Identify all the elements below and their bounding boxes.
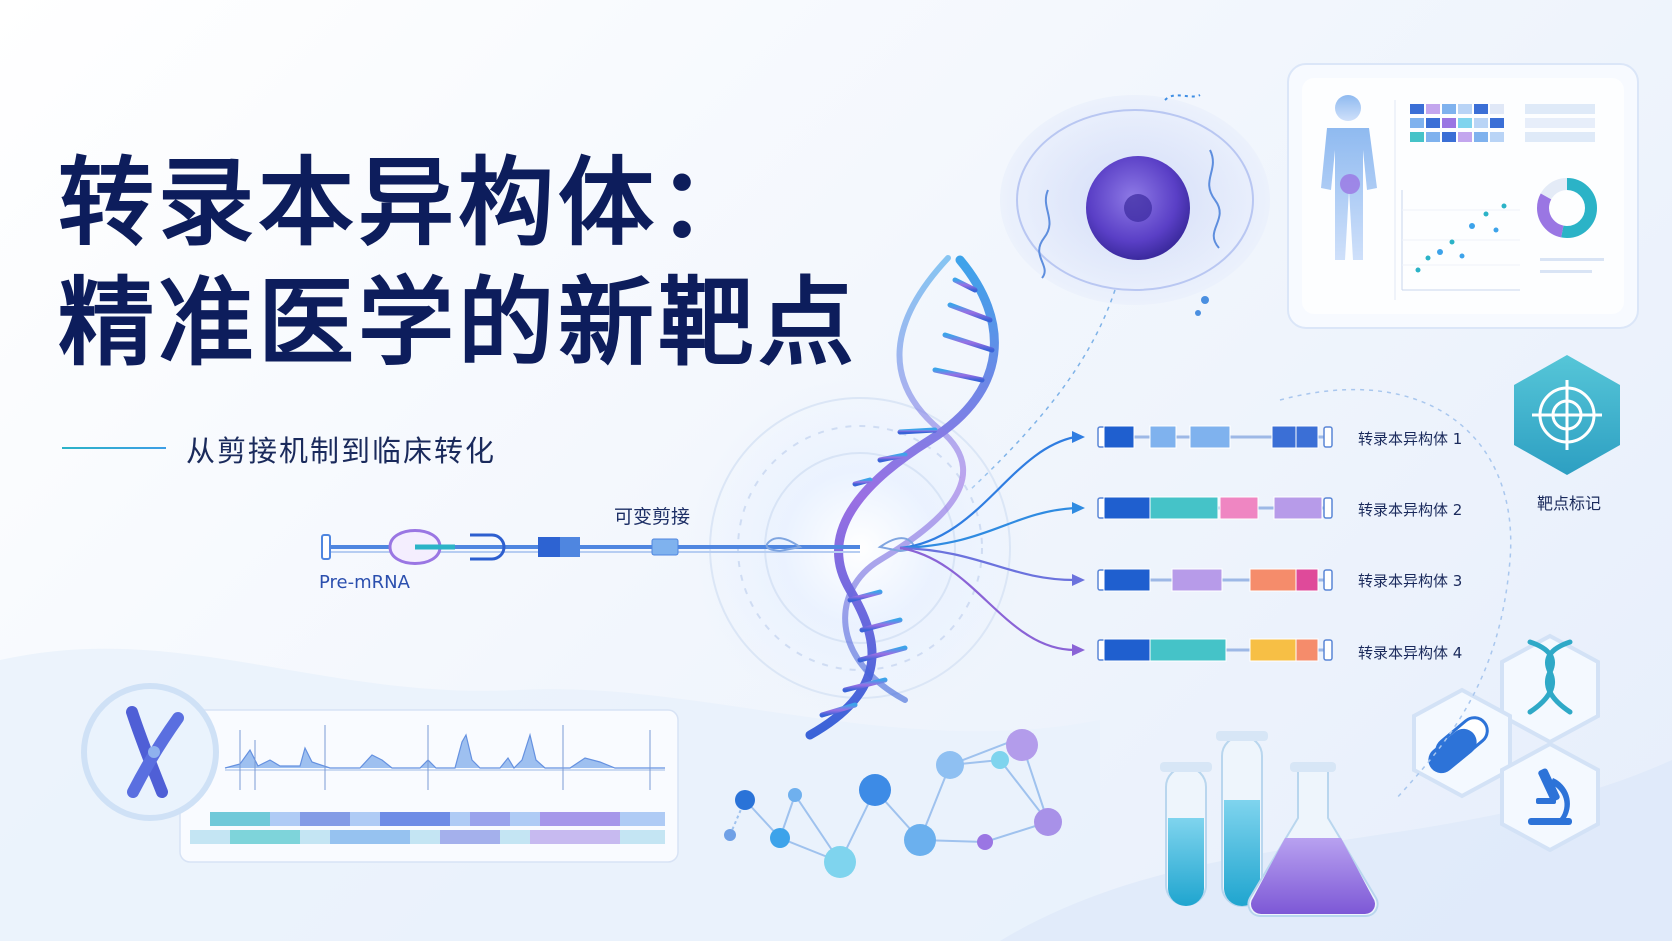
clinical-dashboard-panel [1287,63,1639,329]
isoform-2-exon-3 [1219,496,1259,520]
premrna-track [321,529,915,565]
isoform-4-exon-4 [1295,638,1319,662]
isoform-4-exon-1 [1103,638,1151,662]
isoform-label-1: 转录本异构体 1 [1358,430,1463,448]
mini-donut-chart [1537,178,1604,273]
splicing-arrows [899,435,1076,652]
isoform-cap-end [1323,426,1333,448]
isoform-3-exon-2 [1171,568,1223,592]
isoform-1-exon-4 [1271,425,1297,449]
page-title-line-1: 转录本异构体： [58,147,758,259]
premrna-label: Pre-mRNA [319,572,410,593]
mini-heatmap [1410,104,1595,142]
isoform-cap-end [1323,497,1333,519]
arrow-heads [1072,431,1085,656]
isoform-1-exon-2 [1149,425,1177,449]
isoform-4-exon-2 [1149,638,1227,662]
dna-icon [1527,639,1573,715]
dna-helix [805,255,999,740]
target-label: 靶点标记 [1537,494,1602,513]
isoform-2-exon-2 [1149,496,1219,520]
isoform-label-4: 转录本异构体 4 [1358,644,1463,662]
isoform-1-exon-1 [1103,425,1135,449]
capsule-icon [1428,716,1489,774]
crosshair-icon [1514,355,1620,475]
subtitle-rule [62,447,166,449]
isoform-3-exon-1 [1103,568,1151,592]
sequencing-panel [179,709,679,863]
molecule-nodes [724,729,1062,878]
test-tube-icon [1160,762,1212,906]
isoform-4-exon-3 [1249,638,1297,662]
human-body-icon [1321,95,1377,260]
microscope-icon [1528,768,1572,825]
isoform-1-exon-5 [1295,425,1319,449]
isoform-cap-end [1323,639,1333,661]
isoform-1-exon-3 [1189,425,1231,449]
isoform-cap-end [1323,569,1333,591]
isoform-label-2: 转录本异构体 2 [1358,501,1463,519]
alt-splicing-label: 可变剪接 [614,506,691,528]
isoform-2-exon-4 [1273,496,1323,520]
isoform-2-exon-1 [1103,496,1151,520]
isoform-3-exon-4 [1295,568,1319,592]
flask-icon [1247,762,1379,917]
isoform-tracks [1097,425,1333,662]
page-title-line-2: 精准医学的新靶点 [58,267,858,379]
chromosome-icon [81,683,219,821]
isoform-label-3: 转录本异构体 3 [1358,572,1463,590]
test-tube-icon [1216,731,1268,907]
subtitle: 从剪接机制到临床转化 [186,434,497,468]
mini-scatter-plot [1401,190,1520,291]
isoform-3-exon-3 [1249,568,1297,592]
